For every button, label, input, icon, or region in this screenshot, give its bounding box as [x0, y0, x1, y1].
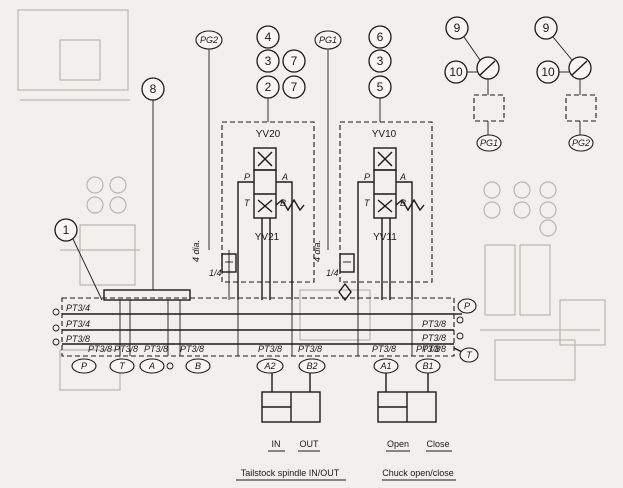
manifold-left-mid: PT3/4: [66, 319, 90, 329]
port-t-name: T: [119, 361, 126, 371]
port-b2-oval: [298, 358, 326, 374]
pressure-reducer-right: 4 dia. 1/4: [312, 240, 355, 278]
manifold-right-top: PT3/8: [422, 319, 446, 329]
port-p-pt: PT3/8: [88, 344, 112, 354]
bubble-group-right: 6 3 5: [368, 25, 392, 122]
bubble-3b: [368, 49, 392, 73]
bubble-7: [282, 49, 306, 73]
gauge-pg1-top-text: PG1: [319, 35, 337, 45]
bubble-10b-label: 10: [541, 65, 555, 79]
port-b1-name: B1: [422, 361, 433, 371]
side-port-t-label: T: [466, 350, 473, 360]
manifold-left-bot: PT3/8: [66, 334, 90, 344]
dia-left-label: 4 dia.: [191, 240, 201, 262]
bubble-3b-label: 3: [377, 54, 384, 68]
bubble-9-label: 9: [454, 21, 461, 35]
gauge-assembly-pg2: 9 10 PG2: [534, 16, 597, 152]
port-a2-oval: [256, 358, 284, 374]
port-label-row: PT3/8 P PT3/8 T PT3/8 A PT3/8 B PT3/8 A2…: [71, 344, 441, 374]
bubble-group-left: 4 3 7 2 7: [256, 25, 306, 122]
quarter-left-label: 1/4: [209, 268, 222, 278]
gauge-pg2-top-text: PG2: [200, 35, 218, 45]
bubble-7-label: 7: [291, 54, 298, 68]
port-b-pt: PT3/8: [180, 344, 204, 354]
yv10-port-t: T: [364, 198, 371, 208]
cylinder-chuck: [377, 373, 437, 423]
yv20-port-t: T: [244, 198, 251, 208]
valve-yv10: YV10 P A T B YV11: [338, 121, 433, 302]
port-b2-name: B2: [306, 361, 317, 371]
port-a1-name: A1: [379, 361, 391, 371]
valve-yv10-label: YV10: [372, 129, 397, 140]
bubble-7b-label: 7: [291, 80, 298, 94]
valve-yv20-label: YV20: [256, 129, 281, 140]
caption-chuck: Chuck open/close: [382, 468, 454, 478]
manifold-right-mid: PT3/8: [422, 333, 446, 343]
pressure-reducer-left: 4 dia. 1/4: [191, 240, 237, 278]
bubble-6: [368, 25, 392, 49]
manifold-right-bot: PT3/8: [422, 344, 446, 354]
port-a-oval: [139, 358, 165, 374]
bubble-4-label: 4: [265, 30, 272, 44]
gauge-pg1-label-bottom: [476, 134, 502, 152]
yv20-port-b: B: [280, 198, 286, 208]
port-b2-pt: PT3/8: [298, 344, 322, 354]
bubble-9b: [534, 16, 558, 40]
caption-out: OUT: [300, 439, 320, 449]
bubble-9b-label: 9: [543, 21, 550, 35]
port-t-oval: [109, 358, 135, 374]
gauge-pg2-bottom-text: PG2: [572, 138, 590, 148]
yv10-port-b: B: [400, 198, 406, 208]
bubble-3: [256, 49, 280, 73]
quarter-right-label: 1/4: [326, 268, 339, 278]
port-b1-pt: PT3/8: [416, 344, 440, 354]
yv10-port-a: A: [399, 172, 406, 182]
yv10-port-p: P: [364, 172, 370, 182]
yv20-port-a: A: [281, 172, 288, 182]
dia-right-label: 4 dia.: [312, 240, 322, 262]
bubble-6-label: 6: [377, 30, 384, 44]
caption-close: Close: [426, 439, 449, 449]
bubble-2-label: 2: [265, 80, 272, 94]
background-ghost-left: [17, 9, 140, 391]
bubble-1-label: 1: [63, 223, 70, 237]
port-a2-pt: PT3/8: [258, 344, 282, 354]
bubble-7b: [282, 75, 306, 99]
bubble-9: [445, 16, 469, 40]
cylinder-tailstock: [261, 373, 321, 423]
caption-open: Open: [387, 439, 409, 449]
side-port-t: [459, 347, 479, 363]
bubble-5-label: 5: [377, 80, 384, 94]
gauge-assembly-pg1: 9 10 PG1: [444, 16, 505, 152]
bubble-10-label: 10: [449, 65, 463, 79]
valve-yv20: YV20 P A T B YV21: [221, 121, 315, 300]
manifold-left-top: PT3/4: [66, 303, 90, 313]
valve-yv21-label: YV21: [255, 232, 280, 243]
valve-yv11-label: YV11: [373, 232, 397, 243]
bubble-4: [256, 25, 280, 49]
port-b-oval: [185, 358, 211, 374]
side-port-p-label: P: [464, 301, 470, 311]
port-p-name: P: [81, 361, 87, 371]
background-ghost-right: [299, 181, 606, 381]
gauge-pg2-label-bottom: [568, 134, 594, 152]
port-a-name: A: [148, 361, 155, 371]
bubble-8-label: 8: [150, 82, 157, 96]
yv20-port-p: P: [244, 172, 250, 182]
port-p-oval: [71, 358, 97, 374]
bubble-3-label: 3: [265, 54, 272, 68]
port-a2-name: A2: [263, 361, 275, 371]
port-b-name: B: [195, 361, 201, 371]
manifold-block: [52, 289, 464, 357]
caption-in: IN: [272, 439, 281, 449]
port-t-pt: PT3/8: [114, 344, 138, 354]
port-a-pt: PT3/8: [144, 344, 168, 354]
side-port-p: [457, 298, 477, 314]
bubble-1: [54, 218, 78, 242]
caption-tailstock: Tailstock spindle IN/OUT: [241, 468, 340, 478]
port-a1-pt: PT3/8: [372, 344, 396, 354]
gauge-pg1-bottom-text: PG1: [480, 138, 498, 148]
